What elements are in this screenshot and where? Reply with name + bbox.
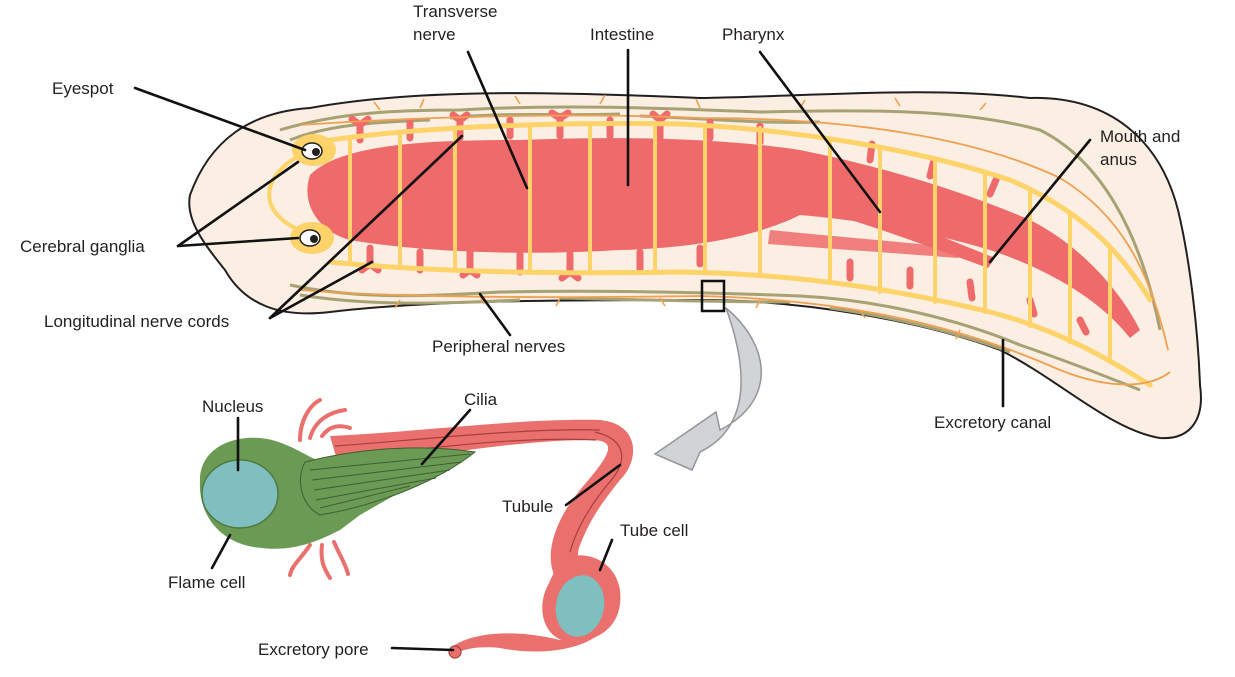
leader-nerve-cords-b (268, 260, 374, 320)
label-tubule: Tubule (502, 497, 553, 516)
label-longitudinal-nerve-cords: Longitudinal nerve cords (44, 312, 229, 331)
label-peripheral-nerves: Peripheral nerves (432, 337, 565, 356)
leader-cerebral-ganglia-b (176, 236, 300, 248)
excretory-canal-line (299, 114, 1169, 351)
longitudinal-cord-lower (327, 259, 1153, 388)
labels: Transverse nerve Intestine Pharynx Eyesp… (20, 2, 1180, 659)
leader-pharynx (758, 50, 882, 214)
leader-tube-cell (598, 538, 614, 572)
label-mouth-anus-line2: anus (1100, 150, 1137, 169)
leader-nerve-cords-a (268, 134, 464, 320)
label-tube-cell: Tube cell (620, 521, 688, 540)
label-pharynx: Pharynx (722, 25, 785, 44)
label-mouth-anus-line1: Mouth and (1100, 127, 1180, 146)
transverse-nerves (348, 122, 1112, 362)
leader-excretory-pore (390, 646, 455, 652)
label-transverse-nerve-line2: nerve (413, 25, 456, 44)
planarian-body (188, 91, 1202, 440)
leader-tubule (564, 463, 622, 507)
leader-flame-cell (210, 533, 232, 570)
cerebral-ganglia-shape (290, 134, 336, 254)
leader-transverse-nerve (466, 50, 529, 190)
leader-peripheral-nerves (478, 292, 512, 337)
nucleus-shape (201, 459, 279, 529)
leader-cilia (420, 408, 472, 466)
label-nucleus: Nucleus (202, 397, 263, 416)
peripheral-nerve-spurs (373, 94, 987, 340)
label-intestine: Intestine (590, 25, 654, 44)
zoom-arrow (653, 305, 762, 471)
leader-mouth-anus (988, 138, 1092, 264)
label-excretory-canal: Excretory canal (934, 413, 1051, 432)
leader-eyespot (133, 86, 307, 152)
leader-cerebral-ganglia-a (176, 160, 300, 248)
cilia-shape (299, 447, 477, 516)
label-flame-cell: Flame cell (168, 573, 245, 592)
label-eyespot: Eyespot (52, 79, 114, 98)
label-transverse-nerve-line1: Transverse (413, 2, 497, 21)
tube-cell-nucleus (555, 575, 605, 637)
longitudinal-cord-upper (327, 121, 1153, 303)
label-cerebral-ganglia: Cerebral ganglia (20, 237, 145, 256)
leader-lines (133, 48, 1092, 652)
label-excretory-pore: Excretory pore (258, 640, 369, 659)
label-cilia: Cilia (464, 390, 498, 409)
flame-cell-structure (199, 398, 634, 659)
excretory-pore-shape (448, 645, 462, 659)
inset-box (700, 279, 726, 313)
